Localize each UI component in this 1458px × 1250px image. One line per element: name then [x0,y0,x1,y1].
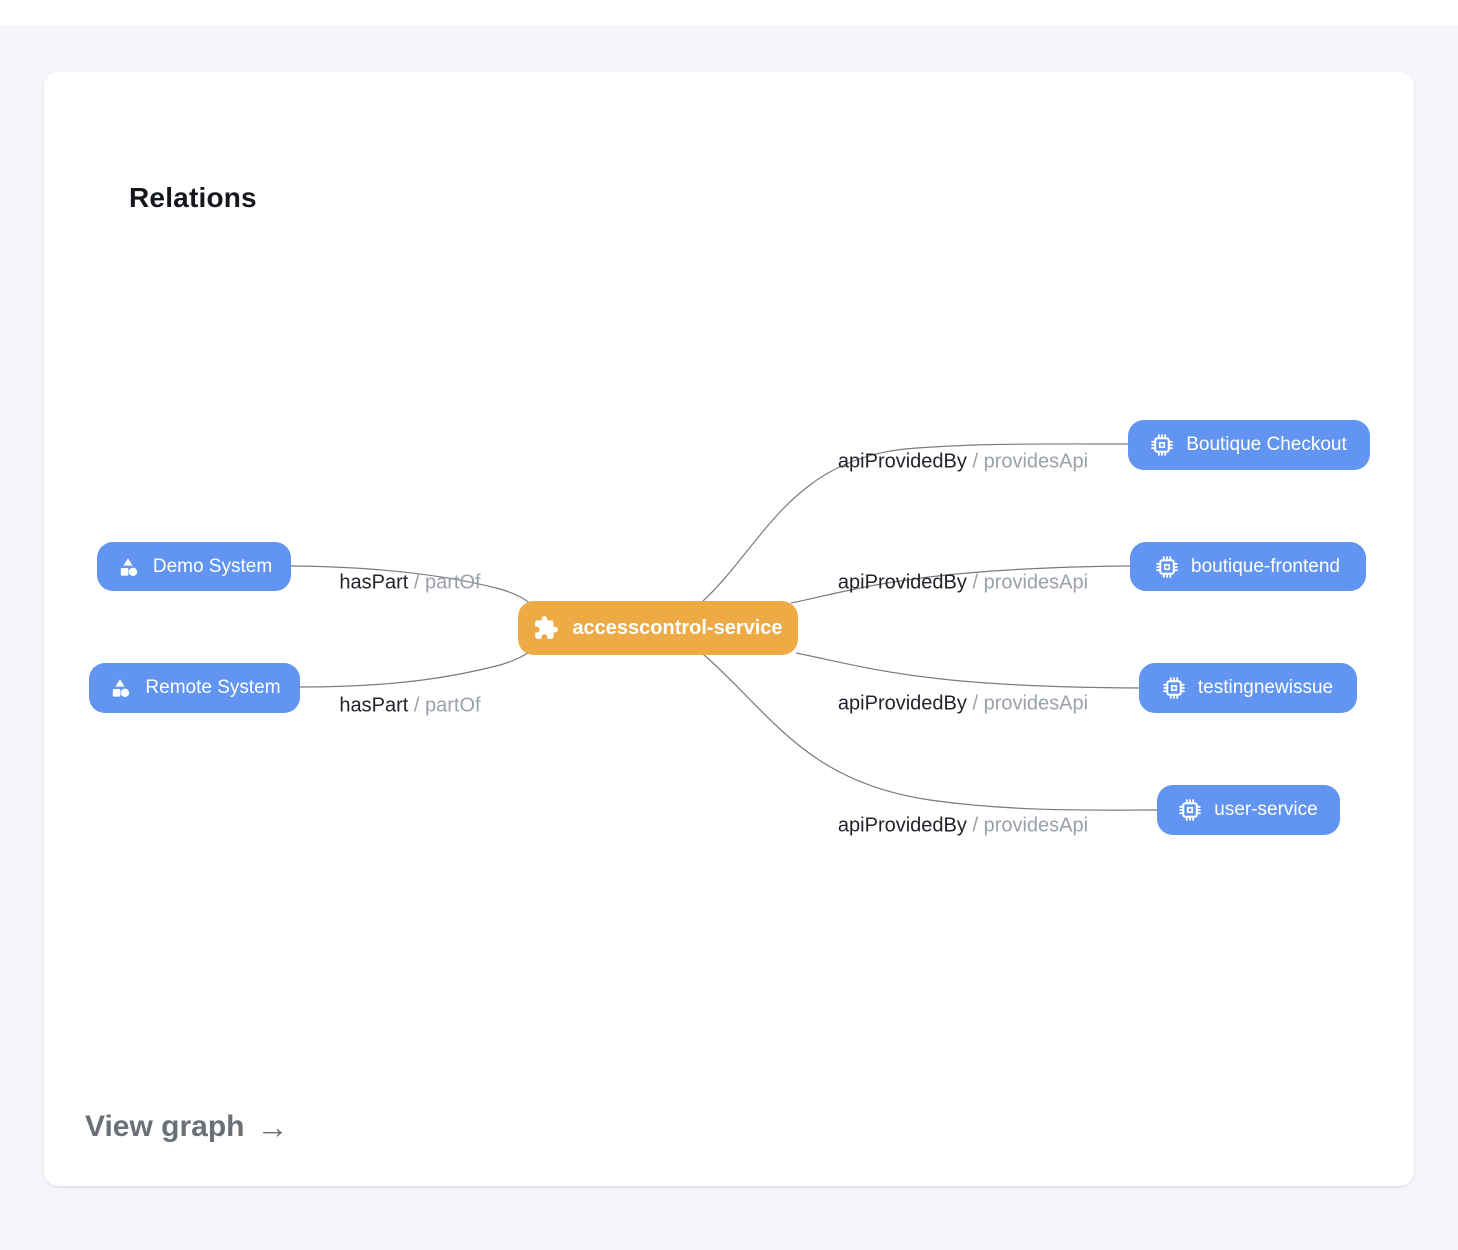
node-accesscontrol-service[interactable]: accesscontrol-service [518,601,798,655]
node-boutique-frontend[interactable]: boutique-frontend [1130,542,1366,591]
card-title: Relations [129,182,257,213]
edge-label-primary: apiProvidedBy [837,450,967,473]
edge-label-primary: apiProvidedBy [837,571,967,594]
edge-label-separator: / [413,571,420,594]
edge-label-primary: apiProvidedBy [837,814,967,837]
node-label: Boutique Checkout [1186,434,1347,455]
edge-label-haspart-2: hasPart / partOf [339,695,480,718]
node-label: Demo System [152,555,273,577]
chip-icon [1179,799,1202,821]
arrow-right-icon: → [256,1109,289,1145]
edge-label-separator: / [413,694,420,717]
node-label: boutique-frontend [1191,555,1340,577]
edge-label-apiprovidedby-2: apiProvidedBy / providesApi [838,572,1088,595]
edge-label-secondary: providesApi [983,571,1089,594]
edge-label-secondary: providesApi [983,814,1089,837]
edge-label-apiprovidedby-3: apiProvidedBy / providesApi [838,693,1088,716]
edge-label-primary: hasPart [339,694,409,717]
system-icon [108,676,132,700]
edge-label-haspart-1: hasPart / partOf [339,572,480,595]
node-label: accesscontrol-service [572,616,783,639]
edge-label-secondary: providesApi [983,692,1089,715]
top-strip [0,0,1458,25]
chip-icon [1156,555,1178,578]
view-graph-link[interactable]: View graph → [85,1110,289,1144]
node-remote-system[interactable]: Remote System [89,663,300,713]
edge-label-primary: hasPart [339,571,409,594]
edge-label-primary: apiProvidedBy [837,692,967,715]
node-boutique-checkout[interactable]: Boutique Checkout [1128,420,1370,470]
node-label: user-service [1214,799,1318,820]
edge-label-separator: / [972,814,979,837]
edge-label-secondary: partOf [425,694,481,717]
edge-label-apiprovidedby-4: apiProvidedBy / providesApi [838,815,1088,838]
chip-icon [1163,677,1185,699]
node-testingnewissue[interactable]: testingnewissue [1139,663,1357,713]
edge-label-apiprovidedby-1: apiProvidedBy / providesApi [838,451,1088,474]
edge-label-secondary: providesApi [983,450,1089,473]
puzzle-icon [533,615,559,641]
node-user-service[interactable]: user-service [1157,785,1340,835]
chip-icon [1151,434,1174,456]
edge-label-separator: / [972,571,979,594]
edge-label-secondary: partOf [425,571,481,594]
edge-label-separator: / [972,450,979,473]
edge-label-separator: / [972,692,979,715]
view-graph-label: View graph [85,1110,245,1143]
node-demo-system[interactable]: Demo System [97,542,291,591]
system-icon [116,555,140,579]
node-label: testingnewissue [1197,677,1334,698]
node-label: Remote System [145,677,281,698]
